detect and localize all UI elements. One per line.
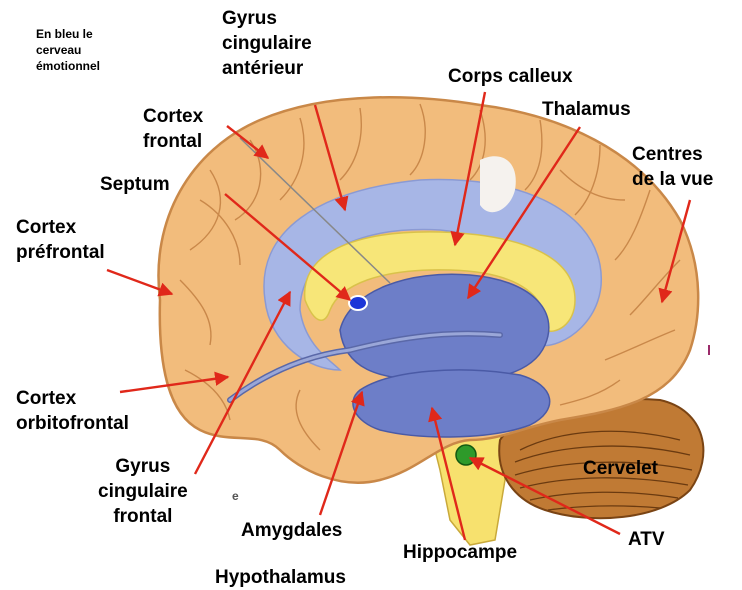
label-amygdales: Amygdales bbox=[241, 518, 342, 543]
label-atv: ATV bbox=[628, 527, 665, 552]
label-septum: Septum bbox=[100, 172, 170, 197]
label-gyrus-cingulaire-frontal: Gyrus cingulaire frontal bbox=[98, 454, 188, 529]
label-cortex-prefrontal: Cortex préfrontal bbox=[16, 215, 105, 265]
label-centres-vue: Centres de la vue bbox=[632, 142, 713, 192]
note-line: émotionnel bbox=[36, 58, 100, 74]
atv-dot bbox=[456, 445, 476, 465]
label-hypothalamus: Hypothalamus bbox=[215, 565, 346, 590]
note-line: En bleu le bbox=[36, 26, 100, 42]
label-corps-calleux: Corps calleux bbox=[448, 64, 573, 89]
septum-dot bbox=[349, 296, 367, 310]
label-thalamus: Thalamus bbox=[542, 97, 631, 122]
label-hippocampe: Hippocampe bbox=[403, 540, 517, 565]
label-gyrus-cingulaire-anterieur: Gyrus cingulaire antérieur bbox=[222, 6, 312, 81]
note-line: cerveau bbox=[36, 42, 100, 58]
label-cortex-frontal: Cortex frontal bbox=[143, 104, 203, 154]
hippocampus-region bbox=[353, 370, 550, 437]
stray-text: e bbox=[232, 488, 239, 504]
note-text: En bleu le cerveau émotionnel bbox=[36, 26, 100, 74]
label-cervelet: Cervelet bbox=[583, 456, 658, 481]
label-cortex-orbitofrontal: Cortex orbitofrontal bbox=[16, 386, 129, 436]
